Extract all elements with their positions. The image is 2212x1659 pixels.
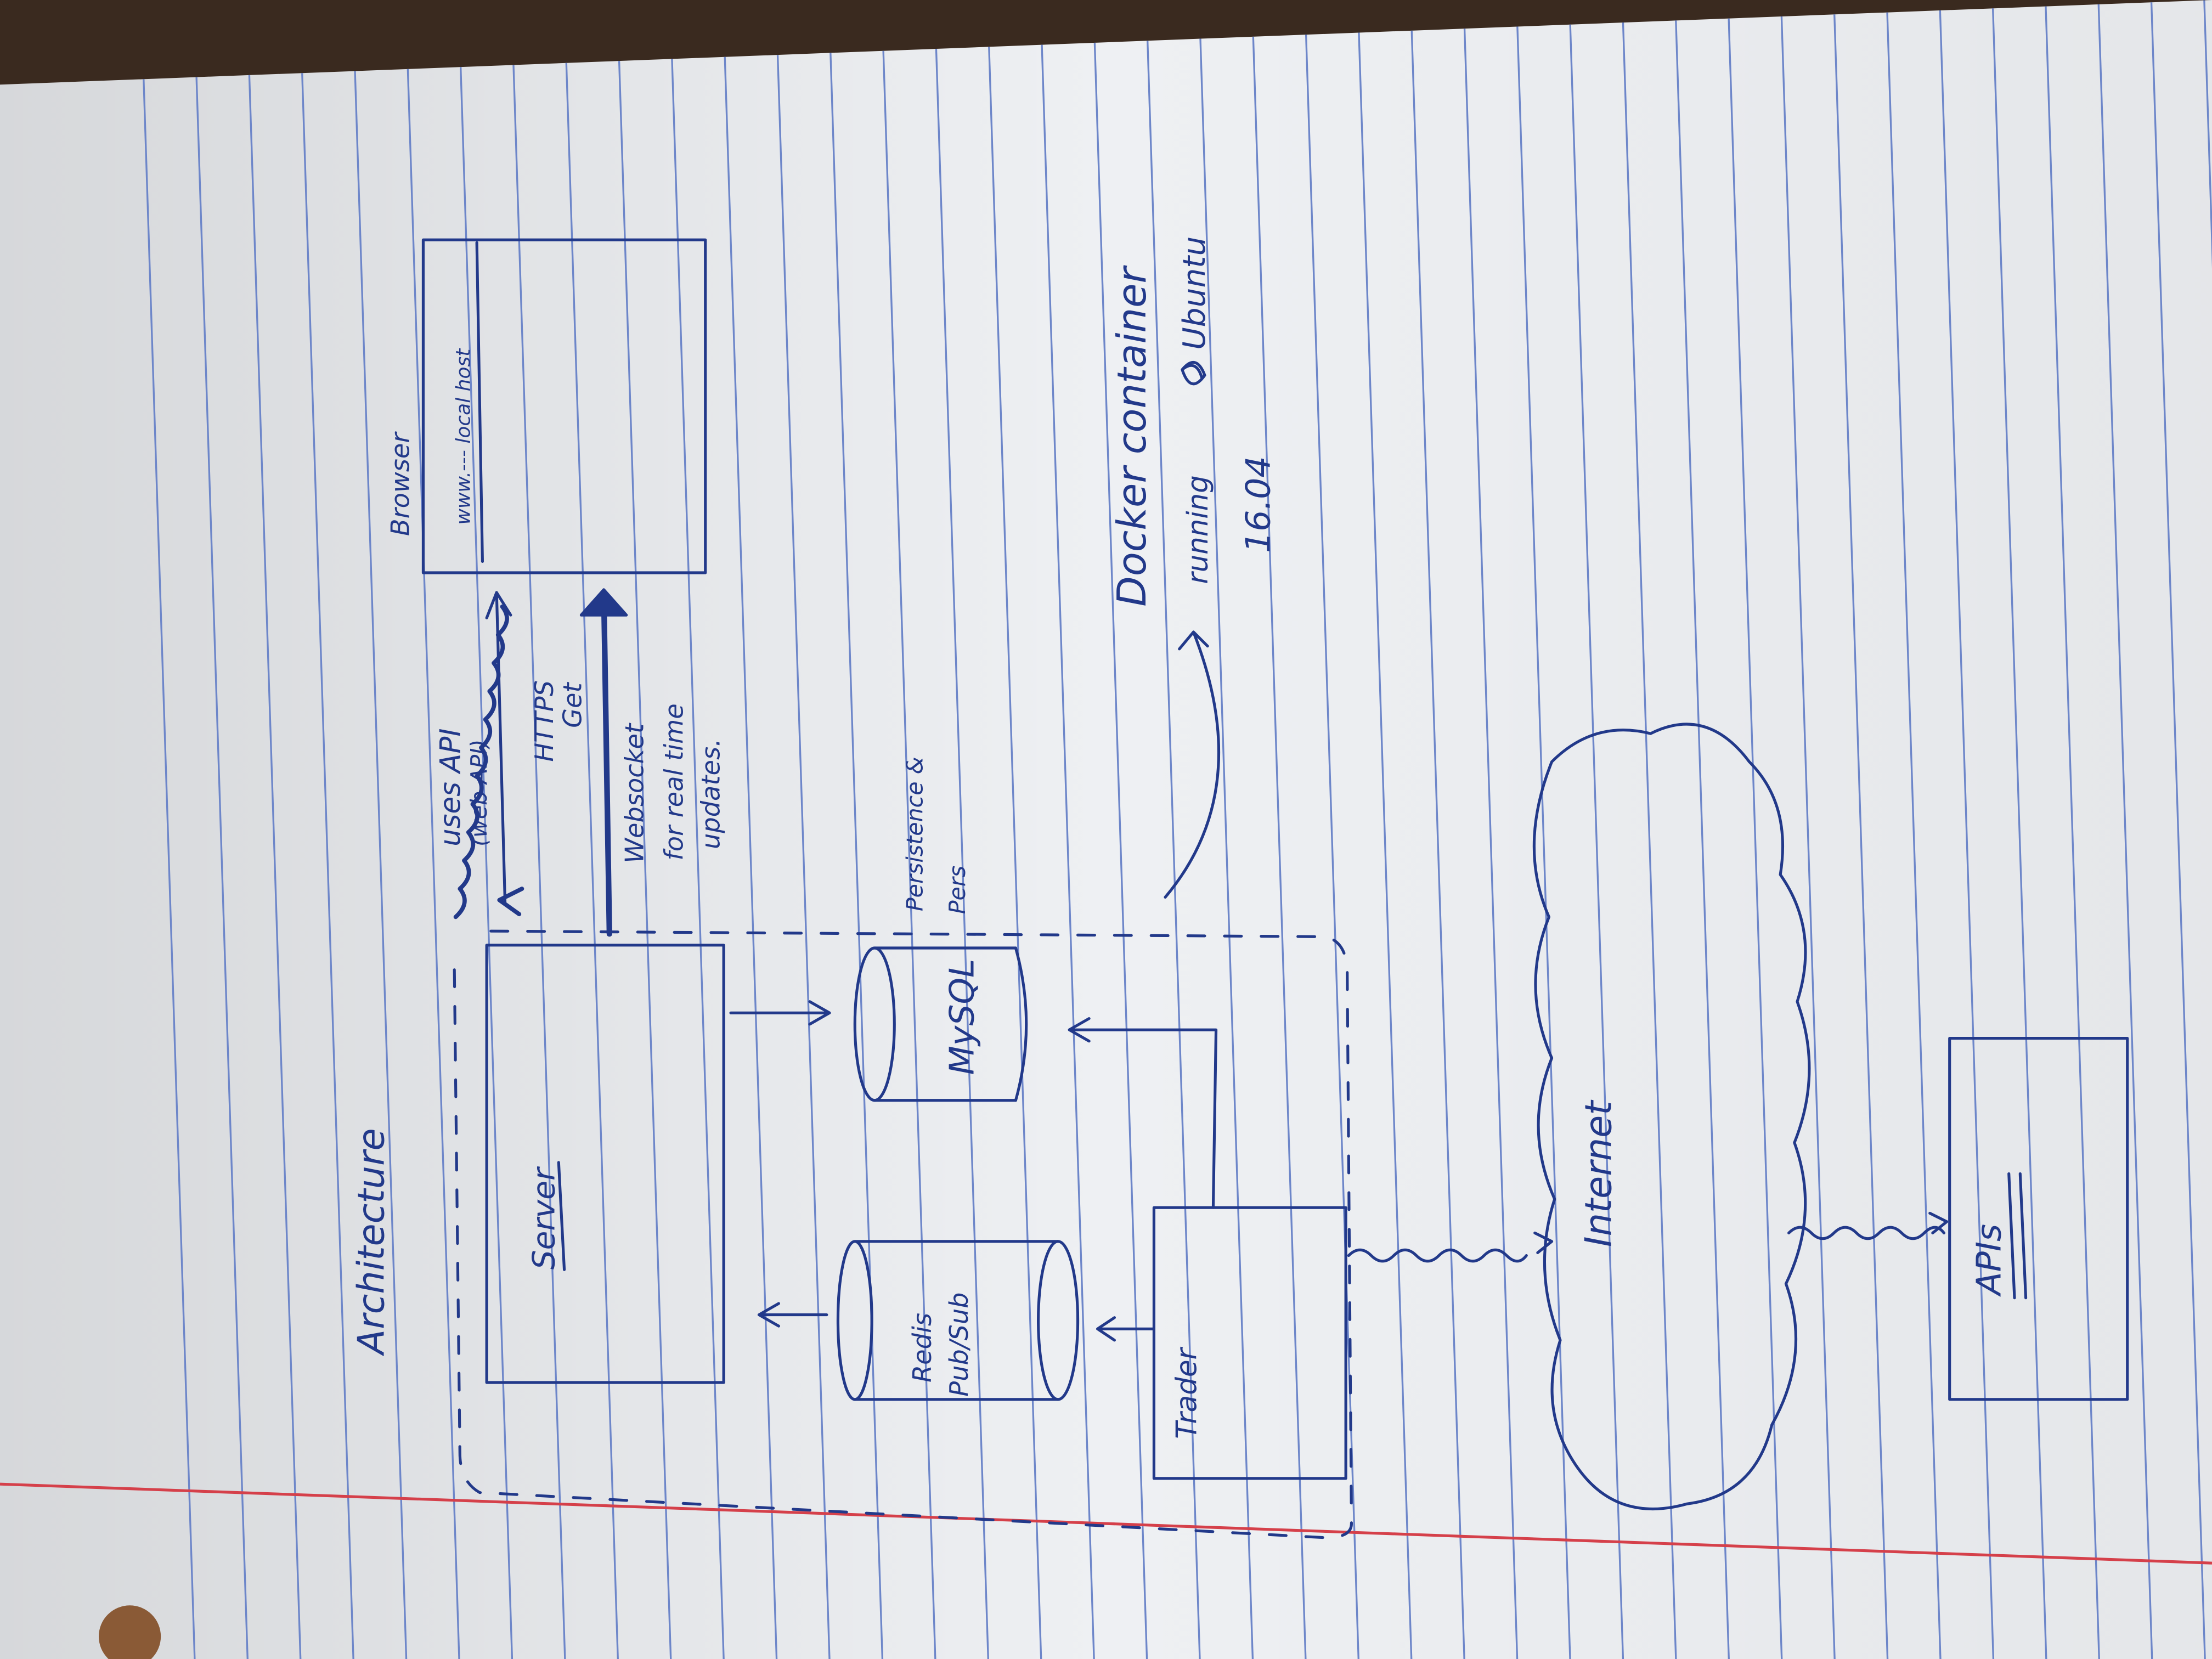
browser-url: www.--- local host [452,348,475,525]
internet-to-apis-link [1787,1211,1949,1240]
trader-to-internet-link [1347,1231,1554,1263]
realtime-label-line-2: updates. [696,738,725,849]
get-label: Get [557,682,587,728]
redis-cylinder [836,1240,1080,1401]
server-to-mysql-arrow [729,1000,831,1026]
trader-to-mysql-arrow [1068,1017,1218,1209]
trader-to-redis-arrow [1096,1316,1155,1342]
ruled-line [775,0,831,1659]
ruled-line [986,0,1042,1659]
ruled-line [193,0,249,1659]
mysql-note-line-2: Pers [944,866,970,914]
https-arrow [495,591,507,905]
api-note-line-1: uses API [434,728,467,846]
https-arrow-head-bottom [497,887,524,917]
browser-label: Browser [386,431,415,536]
trader-box [1152,1206,1347,1480]
ruled-line [1515,0,1571,1659]
apis-box [1948,1037,2129,1401]
realtime-label-line-1: for real time [659,703,689,860]
ruled-line [246,0,302,1659]
ruled-line [881,0,936,1659]
docker-running: running [1182,475,1215,584]
websocket-arrow [601,589,612,937]
ruled-line [352,0,408,1659]
ruled-line [2097,0,2153,1659]
redis-label-line-1: Redis [907,1313,937,1383]
https-arrow-scribble [453,604,509,919]
ruled-line [1251,0,1307,1659]
trader-label: Trader [1171,1347,1204,1439]
redis-to-server-arrow [757,1302,828,1328]
docker-scribble [1181,360,1206,386]
browser-address-bar-line [475,241,484,563]
redis-label-line-2: Pub/Sub [944,1292,974,1396]
ruled-line [722,0,778,1659]
ruled-line [933,0,989,1659]
ruled-line [1991,0,2047,1659]
binder-hole [99,1605,161,1659]
ruled-line [2044,0,2100,1659]
ruled-line [1092,0,1148,1659]
ruled-line [1463,0,1519,1659]
ruled-line [1939,0,1995,1659]
ruled-line [1198,0,1254,1659]
docker-os: Ubuntu [1176,236,1212,350]
ruled-line [1621,0,1677,1659]
ruled-lines [140,0,2212,1659]
ruled-line [298,0,354,1659]
ruled-line [1886,0,1942,1659]
ruled-line [828,0,884,1659]
internet-label: Internet [1577,1099,1620,1247]
ruled-line [1780,0,1836,1659]
ruled-line [1039,0,1095,1659]
browser-box [421,238,707,574]
docker-container-boundary [453,929,1353,1539]
ruled-line [1409,0,1465,1659]
ruled-line [140,0,196,1659]
mysql-cylinder [853,946,1028,1102]
ruled-line [2150,0,2206,1659]
ruled-line [1357,0,1413,1659]
docker-pointer-arrow [1164,630,1221,899]
ruled-line [404,0,460,1659]
ruled-line [1833,0,1889,1659]
https-label: HTTPS [529,680,559,762]
ruled-line [1145,0,1201,1659]
diagram-title: Architecture [349,1128,392,1356]
apis-label-underline [2007,1172,2028,1300]
server-box [485,944,725,1384]
docker-label: Docker container [1109,265,1155,607]
websocket-arrow-head [579,588,628,617]
server-label-underline [557,1161,566,1271]
mysql-label: MySQL [942,959,981,1075]
api-note-line-2: (web API) [466,740,492,847]
mysql-note-line-1: Persistence & [902,757,928,911]
server-label: Server [526,1166,562,1269]
internet-cloud [1532,723,1811,1511]
ruled-line [1674,0,1730,1659]
ruled-line [1568,0,1624,1659]
ruled-line [1727,0,1783,1659]
websocket-label: Websocket [620,723,650,864]
apis-label: APIs [1969,1224,2008,1297]
docker-version: 16.04 [1238,456,1278,553]
